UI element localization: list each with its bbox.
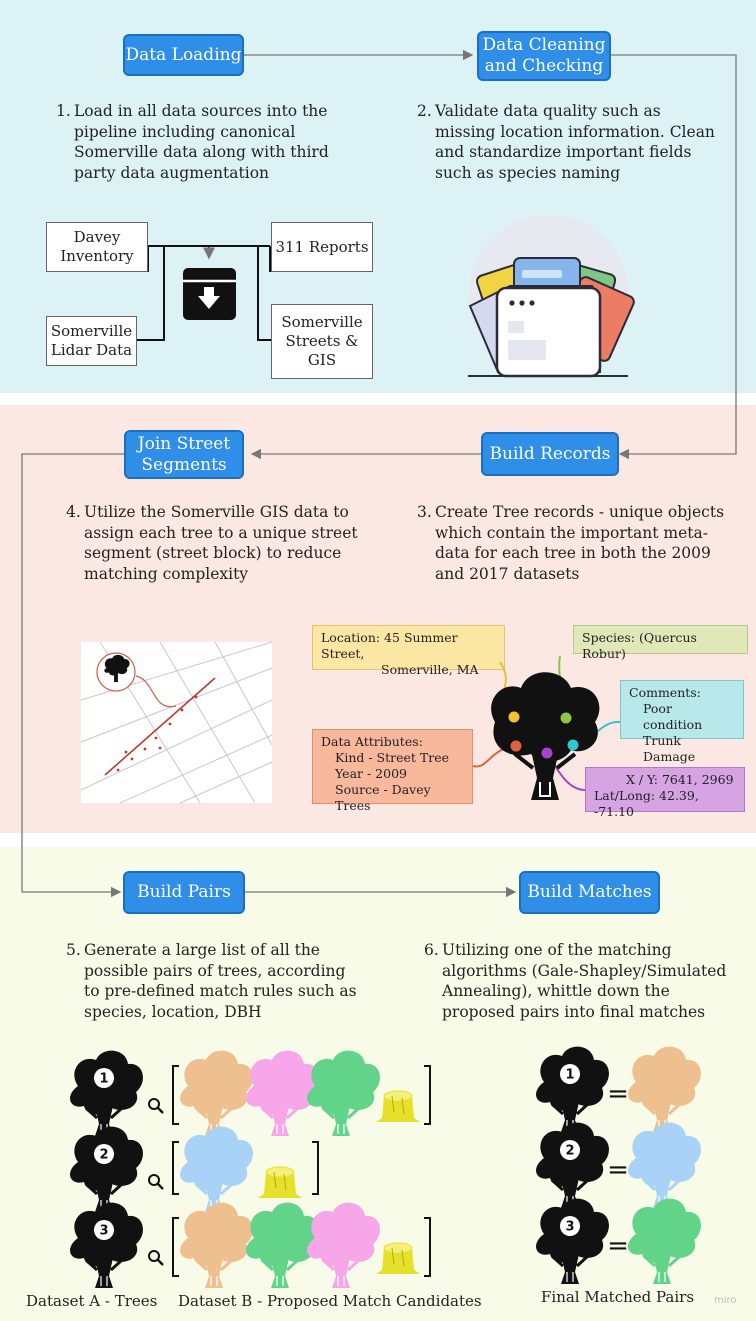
description-join: 4.Utilize the Somerville GIS data to ass… (66, 502, 369, 584)
dataset-a-tree-icon: 2 (536, 1122, 609, 1208)
note-comments: Comments: Poor condition Trunk Damage (620, 680, 744, 764)
arrow-join-to-pairs (21, 453, 124, 898)
desc-number: 2. (417, 102, 432, 120)
green-tree-icon (307, 1050, 380, 1136)
bracket-close (312, 1141, 319, 1195)
step-build-records[interactable]: Build Records (481, 432, 619, 476)
desc-number: 6. (424, 941, 439, 959)
bracket-close (424, 1217, 431, 1277)
source-lidar-data: Somerville Lidar Data (46, 316, 137, 366)
species-label: Species: (Quercus Robur) (582, 630, 697, 661)
label-dataset-a: Dataset A - Trees (26, 1292, 158, 1310)
comments-label: Comments: (629, 685, 701, 700)
dataset-a-tree-icon: 2 (70, 1126, 143, 1212)
label-final-matched: Final Matched Pairs (541, 1288, 695, 1306)
step-join-street-segments[interactable]: Join Street Segments (124, 430, 244, 479)
equals-sign: = (607, 1079, 629, 1109)
pink-tree-icon (307, 1202, 380, 1288)
note-location: Location: 45 Summer Street, Somerville, … (312, 625, 505, 677)
desc-number: 3. (417, 503, 432, 521)
tree-number: 3 (99, 1224, 108, 1239)
description-records: 3.Create Tree records - unique objects w… (417, 502, 735, 584)
note-coordinates: X / Y: 7641, 2969 Lat/Long: 42.39, -71.1… (585, 767, 745, 819)
green-tree-icon (628, 1198, 701, 1284)
stump-icon (376, 1090, 420, 1122)
desc-text: Create Tree records - unique objects whi… (435, 503, 725, 583)
stump-icon (258, 1166, 302, 1198)
tree-number: 2 (565, 1144, 574, 1159)
description-clean: 2.Validate data quality such as missing … (417, 101, 725, 183)
dataset-a-tree-icon: 3 (536, 1198, 609, 1284)
source-davey-inventory: Davey Inventory (46, 222, 148, 272)
note-species: Species: (Quercus Robur) (573, 625, 748, 661)
pink-tree-icon (246, 1050, 319, 1136)
location-city: Somerville, MA (381, 662, 479, 677)
bracket-open (172, 1065, 179, 1125)
description-matches: 6.Utilizing one of the matching algorith… (424, 940, 742, 1022)
tree-number: 3 (565, 1220, 574, 1235)
comments-line-1: Poor condition (643, 701, 703, 732)
step-data-cleaning[interactable]: Data Cleaning and Checking (477, 31, 611, 81)
desc-number: 1. (56, 102, 71, 120)
desc-text: Utilizing one of the matching algorithms… (442, 941, 727, 1021)
attr-line-3: Source - Davey Trees (335, 782, 431, 813)
watermark: miro (714, 1295, 737, 1306)
green-tree-icon (246, 1202, 319, 1288)
stump-icon (376, 1242, 420, 1274)
description-load: 1.Load in all data sources into the pipe… (56, 101, 354, 183)
bracket-open (172, 1217, 179, 1277)
description-pairs: 5.Generate a large list of all the possi… (66, 940, 364, 1022)
search-icon (148, 1250, 164, 1266)
dataset-a-tree-icon: 3 (70, 1202, 143, 1288)
tan-tree-icon (180, 1202, 253, 1288)
desc-text: Generate a large list of all the possibl… (84, 941, 357, 1021)
blue-tree-icon (628, 1122, 701, 1208)
desc-text: Load in all data sources into the pipeli… (74, 102, 329, 182)
dataset-a-tree-icon: 1 (70, 1050, 143, 1136)
blue-tree-icon (180, 1126, 253, 1212)
dataset-a-tree-icon: 1 (536, 1046, 609, 1132)
bracket-close (424, 1065, 431, 1125)
label-dataset-b: Dataset B - Proposed Match Candidates (178, 1292, 482, 1310)
search-icon (148, 1174, 164, 1190)
bracket-open (172, 1141, 179, 1195)
desc-text: Utilize the Somerville GIS data to assig… (84, 503, 358, 583)
latlong-label: Lat/Long: 42.39, -71.10 (594, 788, 699, 819)
tree-number: 2 (99, 1148, 108, 1163)
equals-sign: = (607, 1155, 629, 1185)
comments-line-2: Trunk Damage (643, 733, 696, 764)
location-label: Location: 45 Summer Street, (321, 630, 458, 661)
desc-number: 4. (66, 503, 81, 521)
step-build-matches[interactable]: Build Matches (519, 871, 660, 914)
step-build-pairs[interactable]: Build Pairs (123, 871, 245, 914)
tree-number: 1 (99, 1072, 108, 1087)
attr-line-1: Kind - Street Tree (335, 750, 450, 765)
search-icon (148, 1098, 164, 1114)
note-data-attributes: Data Attributes: Kind - Street Tree Year… (312, 729, 473, 813)
tan-tree-icon (180, 1050, 253, 1136)
arrow-cleaning-to-records (611, 54, 737, 460)
attr-label: Data Attributes: (321, 734, 423, 749)
source-streets-gis: Somerville Streets & GIS (271, 304, 373, 379)
attr-line-2: Year - 2009 (335, 766, 407, 781)
source-311-reports: 311 Reports (271, 222, 373, 272)
desc-number: 5. (66, 941, 81, 959)
xy-label: X / Y: 7641, 2969 (626, 772, 734, 787)
tree-number: 1 (565, 1068, 574, 1083)
desc-text: Validate data quality such as missing lo… (435, 102, 715, 182)
step-data-loading[interactable]: Data Loading (123, 34, 244, 76)
tan-tree-icon (628, 1046, 701, 1132)
equals-sign: = (607, 1231, 629, 1261)
